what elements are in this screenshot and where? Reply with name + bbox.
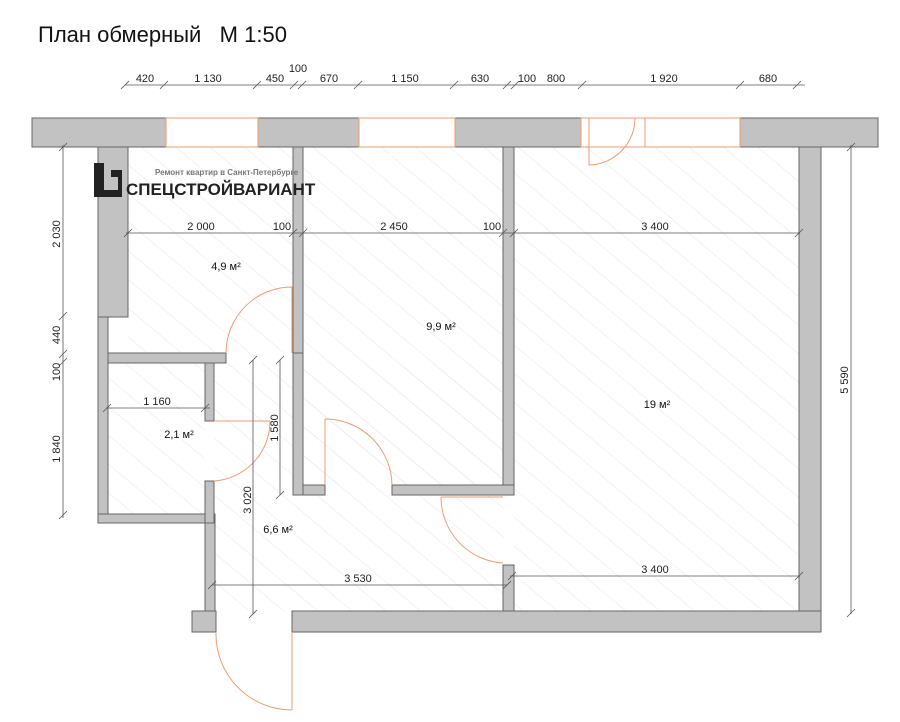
dim-wc-width: 1 160 xyxy=(143,396,171,408)
area-hall: 6,6 м² xyxy=(263,524,293,536)
top-dimension-chain: 420 1 130 450 100 670 1 150 630 100 800 … xyxy=(120,63,805,90)
dim-top-4: 100 xyxy=(289,63,307,75)
right-dimension-chain: 5 590 xyxy=(839,142,856,618)
dim-wall-a: 100 xyxy=(273,221,291,233)
dim-top-6: 1 150 xyxy=(391,73,419,85)
inner-dimensions: 2 000 100 2 450 100 3 400 1 160 1 580 3 … xyxy=(102,221,804,619)
dim-top-1: 420 xyxy=(136,73,154,85)
dim-room3-bottom: 3 400 xyxy=(641,564,669,576)
exterior-walls xyxy=(31,117,879,633)
dim-top-8: 100 xyxy=(518,73,536,85)
dim-corridor-a: 1 580 xyxy=(269,414,281,442)
interior-walls xyxy=(107,146,515,612)
brand-tagline: Ремонт квартир в Санкт-Петербурге xyxy=(155,168,299,177)
dim-top-2: 1 130 xyxy=(194,73,222,85)
dim-top-5: 670 xyxy=(320,73,338,85)
dim-left-3: 100 xyxy=(51,363,63,381)
dim-hall-width: 3 530 xyxy=(344,573,372,585)
dim-top-11: 680 xyxy=(759,73,777,85)
brand-name: СПЕЦСТРОЙВАРИАНТ xyxy=(126,180,316,199)
dim-corridor-b: 3 020 xyxy=(242,486,254,514)
dim-right-1: 5 590 xyxy=(839,366,851,394)
plan-title: План обмерный М 1:50 xyxy=(38,22,287,47)
room-floors xyxy=(108,147,799,611)
dim-left-2: 440 xyxy=(51,326,63,344)
dim-top-3: 450 xyxy=(266,73,284,85)
area-bathroom: 4,9 м² xyxy=(211,261,241,273)
dim-room3-top: 3 400 xyxy=(641,221,669,233)
area-room-small: 9,9 м² xyxy=(426,321,456,333)
area-wc: 2,1 м² xyxy=(164,429,194,441)
dim-top-9: 800 xyxy=(547,73,565,85)
dim-top-7: 630 xyxy=(471,73,489,85)
doors xyxy=(213,117,636,711)
dim-left-1: 2 030 xyxy=(51,220,63,248)
dim-top-10: 1 920 xyxy=(650,73,678,85)
dim-left-4: 1 840 xyxy=(51,435,63,463)
brand-logo: Ремонт квартир в Санкт-Петербурге СПЕЦСТ… xyxy=(94,163,316,199)
dim-bath-width: 2 000 xyxy=(187,221,215,233)
windows xyxy=(165,117,741,148)
left-dimension-chain: 2 030 440 100 1 840 xyxy=(51,142,68,520)
dim-room2-width: 2 450 xyxy=(380,221,408,233)
area-room-large: 19 м² xyxy=(644,399,671,411)
logo-mark-icon xyxy=(94,163,122,197)
dim-wall-b: 100 xyxy=(483,221,501,233)
room-areas: 4,9 м² 9,9 м² 19 м² 2,1 м² 6,6 м² xyxy=(164,261,670,536)
